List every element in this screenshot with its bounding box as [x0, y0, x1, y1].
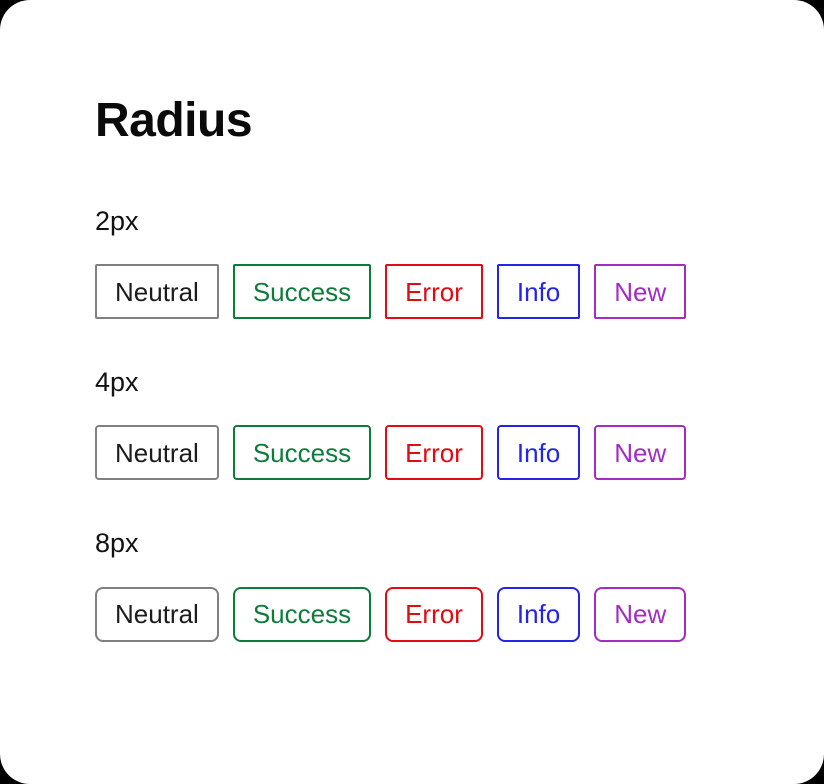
radius-section-2px: 2px Neutral Success Error Info New — [95, 206, 764, 320]
badge-error-4px[interactable]: Error — [385, 425, 483, 481]
card-content: Radius 2px Neutral Success Error Info Ne… — [95, 94, 764, 642]
badge-error-8px[interactable]: Error — [385, 586, 483, 642]
badge-info-4px[interactable]: Info — [496, 425, 581, 481]
section-label-4px: 4px — [95, 367, 139, 398]
badge-new-2px[interactable]: New — [594, 264, 687, 320]
badge-row-8px: Neutral Success Error Info New — [95, 586, 764, 642]
badge-row-4px: Neutral Success Error Info New — [95, 425, 764, 481]
badge-new-4px[interactable]: New — [594, 425, 687, 481]
badge-row-2px: Neutral Success Error Info New — [95, 264, 764, 320]
radius-section-4px: 4px Neutral Success Error Info New — [95, 367, 764, 481]
radius-section-8px: 8px Neutral Success Error Info New — [95, 528, 764, 642]
badge-success-4px[interactable]: Success — [232, 425, 372, 481]
section-label-8px: 8px — [95, 528, 139, 559]
badge-neutral-8px[interactable]: Neutral — [95, 586, 219, 642]
badge-error-2px[interactable]: Error — [385, 264, 483, 320]
radius-sections: 2px Neutral Success Error Info New 4px N… — [95, 206, 764, 642]
badge-neutral-2px[interactable]: Neutral — [95, 264, 219, 320]
section-label-2px: 2px — [95, 206, 139, 237]
badge-success-2px[interactable]: Success — [232, 264, 372, 320]
badge-new-8px[interactable]: New — [594, 586, 687, 642]
badge-success-8px[interactable]: Success — [232, 586, 372, 642]
badge-info-2px[interactable]: Info — [496, 264, 581, 320]
badge-neutral-4px[interactable]: Neutral — [95, 425, 219, 481]
page-title: Radius — [95, 94, 253, 147]
badge-info-8px[interactable]: Info — [496, 586, 581, 642]
